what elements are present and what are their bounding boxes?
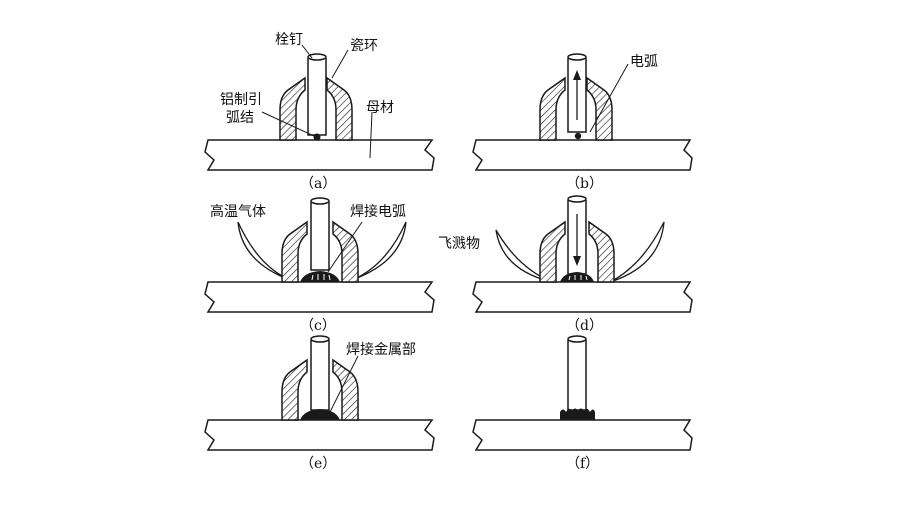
arc-ball (313, 133, 321, 141)
label-arc-ball-2: 弧结 (226, 110, 254, 126)
stud (310, 340, 330, 411)
stud-top (307, 53, 327, 61)
ferrule-left (539, 220, 566, 283)
stud (567, 340, 587, 411)
weld-collar (560, 408, 595, 420)
label-gas: 高温气体 (210, 203, 266, 220)
spatter-right (609, 221, 665, 283)
caption-d: （d） (566, 318, 603, 334)
panel-e: 焊接金属部 （e） (204, 335, 435, 472)
label-welding-arc: 焊接电弧 (350, 203, 406, 220)
lift-arrow-icon (573, 70, 581, 120)
caption-a: （a） (300, 176, 336, 192)
panel-c: 高温气体 焊接电弧 （c） (204, 197, 435, 334)
panel-f: （f） (472, 335, 693, 472)
base-plate (472, 419, 693, 451)
stud (307, 58, 327, 136)
base-plate (472, 281, 693, 313)
label-arc-ball-1: 铝制引 (220, 92, 262, 108)
ferrule-right (586, 76, 613, 141)
ferrule-left (279, 76, 306, 141)
ferrule-left (539, 76, 566, 141)
stud (310, 202, 330, 271)
ferrule-right (588, 220, 615, 283)
weld-pool (560, 272, 594, 282)
base-plate (204, 419, 435, 451)
ferrule-right (332, 220, 359, 283)
caption-b: （b） (566, 176, 603, 192)
ferrule-right (326, 76, 353, 141)
base-plate (204, 281, 435, 313)
caption-c: （c） (300, 318, 336, 334)
gas-right (351, 221, 407, 281)
ferrule-right (332, 358, 359, 421)
base-plate (204, 139, 435, 171)
base-plate (472, 139, 693, 171)
ferrule-left (281, 358, 308, 421)
label-arc: 电弧 (630, 54, 658, 70)
label-base: 母材 (366, 100, 394, 116)
weld-pool (300, 271, 340, 282)
caption-f: （f） (566, 456, 599, 472)
panel-d: 飞溅物 （d） (438, 195, 693, 334)
label-stud: 栓钉 (275, 32, 303, 48)
ferrule-left (281, 220, 308, 283)
weld-metal (300, 409, 340, 420)
label-spatter: 飞溅物 (438, 236, 480, 252)
label-ferrule: 瓷环 (350, 38, 378, 54)
panel-b: 电弧 （b） (472, 53, 693, 192)
label-weld-metal: 焊接金属部 (346, 341, 416, 358)
plunge-arrow-icon (573, 214, 581, 266)
caption-e: （e） (300, 456, 336, 472)
panel-a: 栓钉 瓷环 铝制引 弧结 母材 （a） (204, 32, 435, 192)
